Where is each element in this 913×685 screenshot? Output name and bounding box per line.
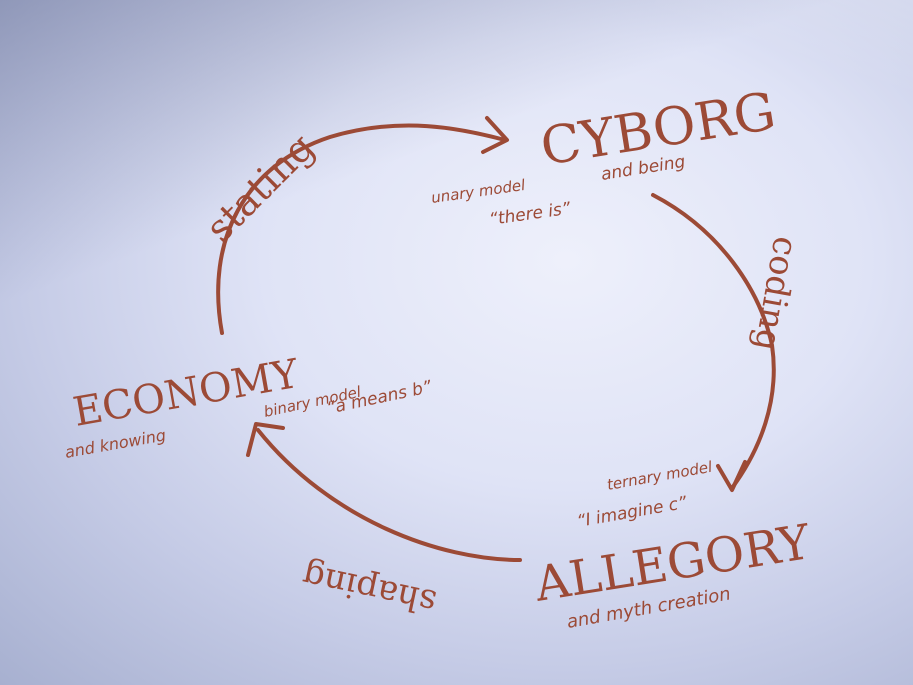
allegory-quote: “I imagine c” bbox=[575, 493, 688, 532]
economy-quote: “a means b” bbox=[325, 377, 434, 419]
arrowhead-shaping bbox=[246, 422, 285, 457]
label-shaping: shaping bbox=[299, 555, 440, 622]
arc-coding bbox=[651, 193, 776, 490]
arc-stating bbox=[216, 123, 507, 335]
arrowhead-coding bbox=[716, 460, 747, 492]
cyborg-quote: “there is” bbox=[488, 199, 572, 230]
economy-title: ECONOMY bbox=[70, 351, 303, 436]
arc-shaping bbox=[256, 428, 522, 562]
label-stating: stating bbox=[197, 125, 323, 251]
cyborg-model: unary model bbox=[430, 176, 527, 207]
allegory-model: ternary model bbox=[606, 458, 715, 494]
arrowhead-stating bbox=[481, 116, 509, 154]
